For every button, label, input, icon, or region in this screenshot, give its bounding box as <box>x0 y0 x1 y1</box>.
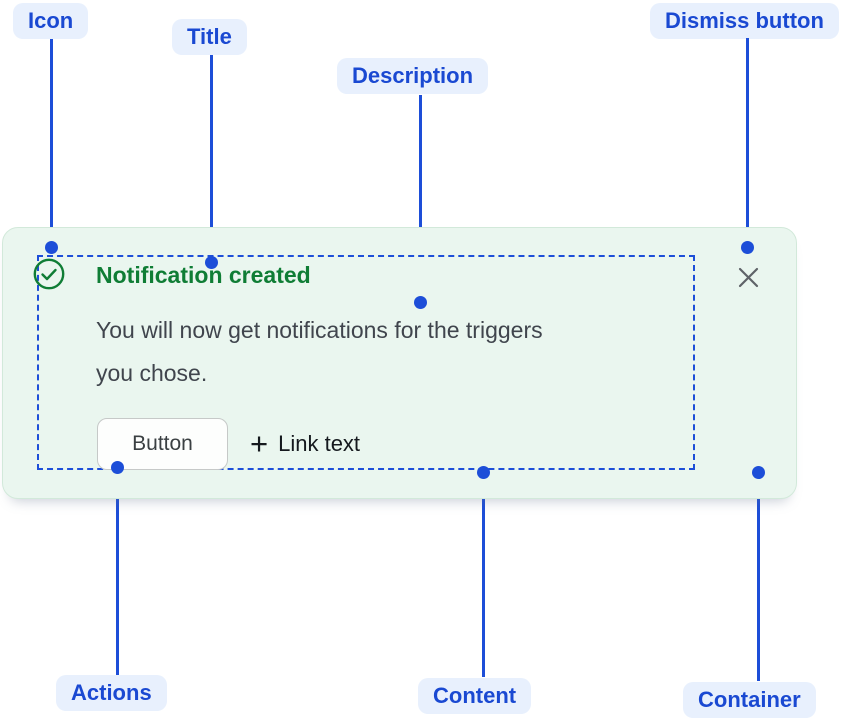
connector-dot-actions <box>111 461 124 474</box>
check-circle-icon <box>33 258 65 290</box>
action-link[interactable]: + Link text <box>250 426 361 461</box>
dismiss-button[interactable] <box>730 259 766 295</box>
description-line: you chose. <box>96 360 208 386</box>
description-line: You will now get notifications for the t… <box>96 317 543 343</box>
content-region-outline <box>37 255 695 470</box>
action-link-label: Link text <box>278 431 361 456</box>
connector-dot-description <box>414 296 427 309</box>
connector-line-description <box>419 95 422 302</box>
connector-dot-icon <box>45 241 58 254</box>
connector-dot-title <box>205 256 218 269</box>
connector-dot-content <box>477 466 490 479</box>
annotation-label-description: Description <box>337 58 489 94</box>
connector-line-container <box>757 472 760 681</box>
annotation-label-actions: Actions <box>56 675 167 711</box>
annotation-label-title: Title <box>172 19 247 55</box>
annotation-label-content: Content <box>418 678 532 714</box>
connector-line-icon <box>50 39 53 247</box>
connector-line-content <box>482 472 485 677</box>
annotation-label-container: Container <box>683 682 816 718</box>
connector-dot-container <box>752 466 765 479</box>
notification-description: You will now get notifications for the t… <box>96 309 543 395</box>
action-button[interactable]: Button <box>97 418 228 470</box>
plus-icon: + <box>250 426 269 461</box>
annotation-label-dismiss: Dismiss button <box>650 3 839 39</box>
connector-line-title <box>210 55 213 262</box>
connector-line-actions <box>116 467 119 675</box>
connector-dot-dismiss <box>741 241 754 254</box>
annotation-label-icon: Icon <box>13 3 89 39</box>
connector-line-dismiss <box>746 38 749 247</box>
notification-actions: Button + Link text <box>97 418 360 470</box>
notification-title: Notification created <box>96 262 311 288</box>
close-icon <box>738 267 758 287</box>
